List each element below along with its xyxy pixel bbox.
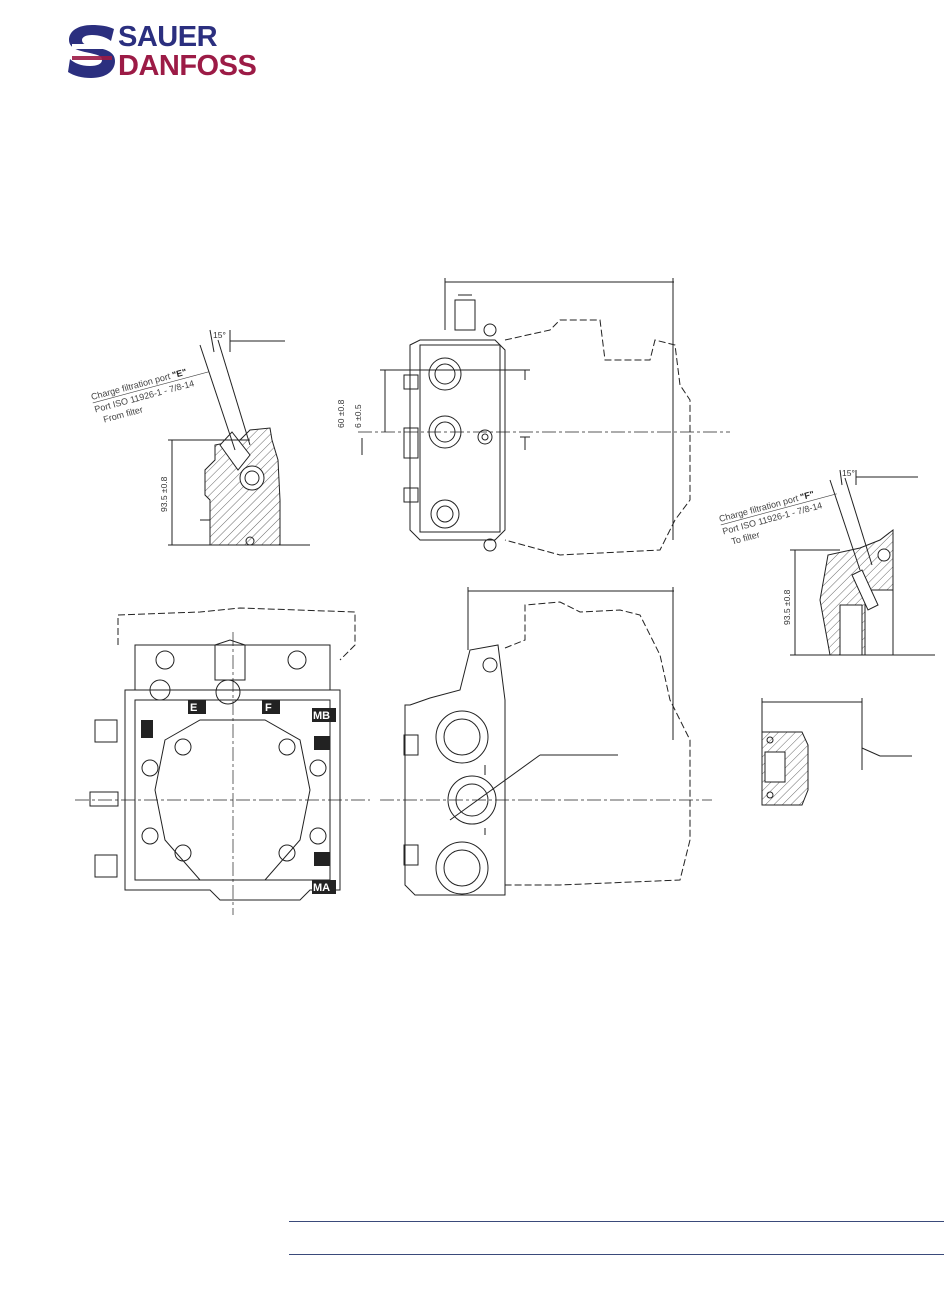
footer-rule-bottom — [289, 1254, 944, 1255]
port-detail-small — [762, 698, 912, 805]
front-view — [75, 608, 370, 915]
side-view-lower — [380, 587, 712, 895]
side-view-upper — [358, 278, 730, 555]
port-tag-ma: MA — [313, 882, 330, 894]
detail-e-height-dim: 93.5 ±0.8 — [159, 476, 169, 512]
detail-e-section — [168, 330, 310, 545]
side-view-dim-outer: 60 ±0.8 — [336, 399, 346, 428]
port-tag-mb: MB — [313, 710, 330, 722]
side-view-dim-inner: 6 ±0.5 — [353, 404, 363, 428]
footer-rule-top — [289, 1221, 944, 1222]
detail-e-angle: 15° — [213, 330, 226, 340]
detail-f-height-dim: 93.5 ±0.8 — [782, 589, 792, 625]
detail-f-callout: Charge filtration port "F" Port ISO 1192… — [718, 483, 843, 548]
front-view-port-tags: E F MB MA — [141, 700, 336, 894]
detail-e-callout: Charge filtration port "E" Port ISO 1192… — [90, 361, 215, 426]
port-tag-f: F — [265, 702, 272, 714]
detail-f-angle: 15° — [842, 468, 855, 478]
port-tag-e: E — [190, 702, 197, 714]
